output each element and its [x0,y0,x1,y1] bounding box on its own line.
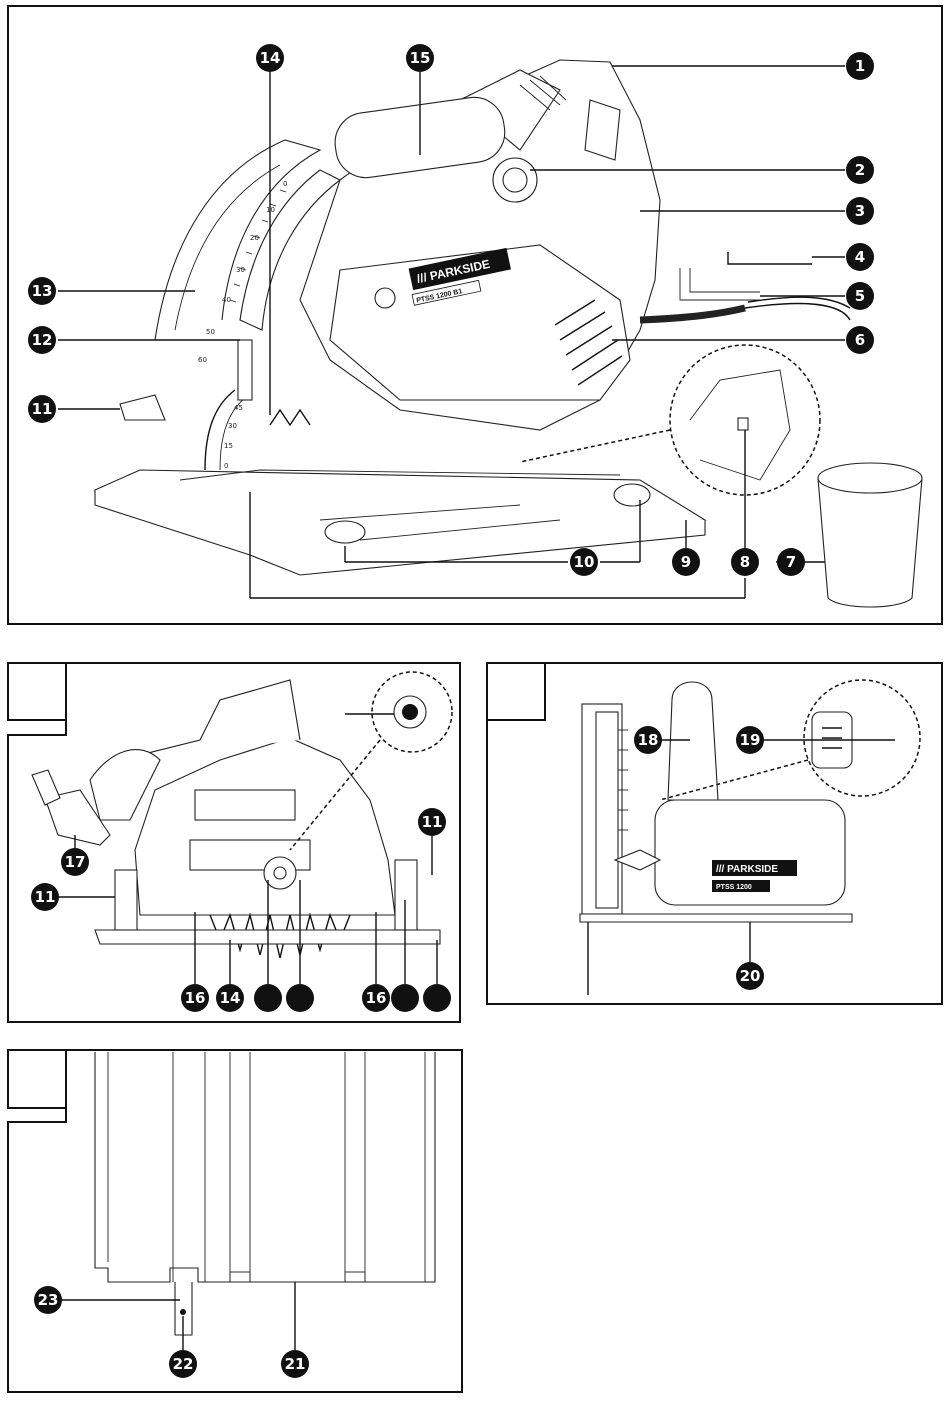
bevel-lock-lever [120,395,165,420]
callout-18: 18 [634,726,662,754]
depth-scale-label-50: 50 [206,328,215,336]
callout-11-left: 11 [31,883,59,911]
callout-11-right: 11 [418,808,446,836]
callout-17: 17 [61,848,89,876]
depth-scale-label-30: 30 [236,266,245,274]
base-plate-front [580,914,852,922]
callout-16-right: 16 [362,984,390,1012]
callout-blank-2 [286,984,314,1012]
callout-blank-1 [254,984,282,1012]
rail-adjust-knob-left [325,521,365,543]
rail-connector-screw [180,1309,186,1315]
svg-text:17: 17 [65,853,86,871]
svg-text:21: 21 [285,1355,306,1373]
svg-text:1: 1 [855,57,865,75]
callout-4: 4 [846,243,874,271]
svg-text:11: 11 [422,813,443,831]
bevel-label-0: 0 [224,462,228,470]
callout-blank-3 [391,984,419,1012]
callout-23: 23 [34,1286,62,1314]
svg-text:14: 14 [220,989,241,1007]
svg-text:16: 16 [366,989,387,1007]
svg-text:2: 2 [855,161,865,179]
callout-3: 3 [846,197,874,225]
svg-text:20: 20 [740,967,761,985]
svg-text:12: 12 [32,331,53,349]
svg-text:13: 13 [32,282,53,300]
bevel-label-15: 15 [224,442,233,450]
guide-rail [95,1052,435,1335]
parallel-guide-stop [680,268,760,300]
callout-19: 19 [736,726,764,754]
bevel-label-30: 30 [228,422,237,430]
svg-text:9: 9 [681,553,691,571]
allen-key [728,252,812,264]
bevel-label-45: 45 [234,404,243,412]
panel-main: 0 10 20 30 40 50 60 [8,6,942,624]
depth-scale-label-60: 60 [198,356,207,364]
svg-text:19: 19 [740,731,761,749]
callout-21: 21 [281,1350,309,1378]
callout-blank-4 [423,984,451,1012]
svg-text:7: 7 [786,553,796,571]
depth-scale-label-0: 0 [283,180,287,188]
saw-body: /// PARKSIDE PTSS 1200 B1 [300,60,850,430]
svg-text:3: 3 [855,202,865,220]
callout-16-left: 16 [181,984,209,1012]
depth-scale-guard: 0 10 20 30 40 50 60 [155,140,340,364]
callout-22: 22 [169,1350,197,1378]
panel-rail-tab [8,1050,66,1108]
svg-text:11: 11 [32,400,53,418]
callout-15: 15 [406,44,434,72]
callout-1: 1 [846,52,874,80]
callout-14: 14 [256,44,284,72]
panel-rail: 23 22 21 [8,1050,462,1392]
callout-9: 9 [672,548,700,576]
front-handle [668,682,718,800]
svg-text:22: 22 [173,1355,194,1373]
depth-scale-label-40: 40 [222,296,231,304]
rail-adjust-knob-right [614,484,650,506]
panel-front: /// PARKSIDE PTSS 1200 18 19 20 [487,663,942,1004]
callout-11: 11 [28,395,56,423]
callout-8: 8 [731,548,759,576]
svg-text:10: 10 [574,553,595,571]
svg-text:4: 4 [855,248,865,266]
callout-2: 2 [846,156,874,184]
svg-text:23: 23 [38,1291,59,1309]
callout-10: 10 [570,548,598,576]
front-model-label: PTSS 1200 [716,884,752,891]
svg-text:8: 8 [740,553,750,571]
saw-blade-teeth [270,410,310,425]
depth-scale-label-20: 20 [250,234,259,242]
callout-7: 7 [777,548,805,576]
svg-text:16: 16 [185,989,206,1007]
callout-13: 13 [28,277,56,305]
panel-side-tab [8,663,66,720]
panel-side: 17 11 11 16 14 16 [8,663,460,1022]
svg-text:11: 11 [35,888,56,906]
callout-12: 12 [28,326,56,354]
callout-5: 5 [846,282,874,310]
callout-14-side: 14 [216,984,244,1012]
front-brand-logo: /// PARKSIDE [716,864,778,875]
svg-text:15: 15 [410,49,431,67]
panel-front-tab [487,663,545,720]
callout-6: 6 [846,326,874,354]
svg-text:14: 14 [260,49,281,67]
riving-knife [238,340,252,400]
callout-20: 20 [736,962,764,990]
svg-text:6: 6 [855,331,865,349]
svg-text:18: 18 [638,731,659,749]
blade-guard-side [135,738,395,915]
svg-text:5: 5 [855,287,865,305]
